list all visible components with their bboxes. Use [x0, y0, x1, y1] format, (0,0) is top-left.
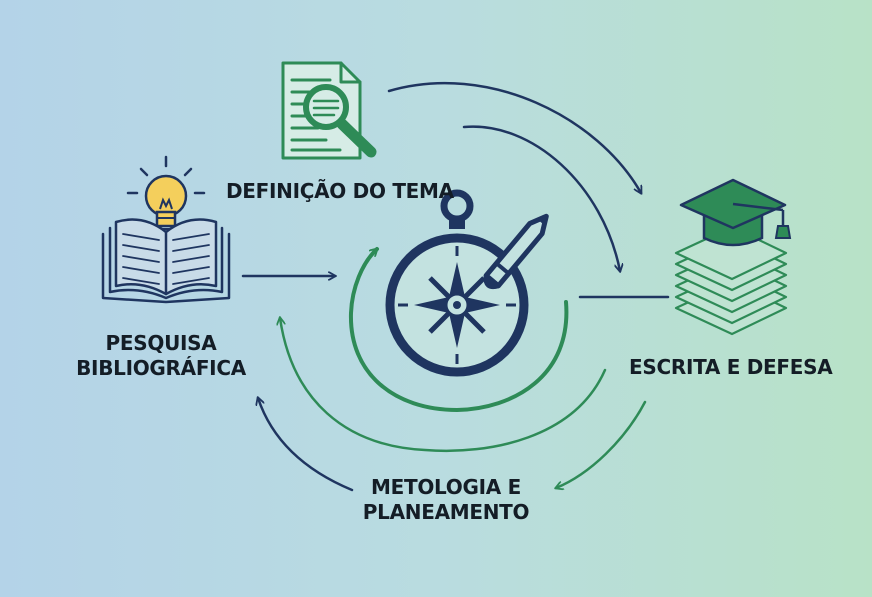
label-metologia-line1: METOLOGIA E: [371, 475, 521, 499]
arrow-tema-to-escrita-inner: [462, 125, 620, 271]
arrow-metologia-to-pesquisa: [258, 398, 354, 492]
document-search-icon: [281, 61, 377, 160]
arrow-green-inner-cycle: [348, 247, 569, 413]
open-book-lightbulb-icon: [101, 155, 231, 304]
label-metologia-e-planeamento: METOLOGIA E PLANEAMENTO: [356, 475, 536, 525]
label-pesquisa-bibliografica: PESQUISA BIBLIOGRÁFICA: [70, 331, 252, 381]
label-pesquisa-line2: BIBLIOGRÁFICA: [76, 356, 246, 380]
arrow-green-outer-cycle: [280, 318, 607, 453]
label-escrita-e-defesa: ESCRITA E DEFESA: [629, 355, 833, 379]
arrows: [241, 81, 670, 492]
arrow-escrita-to-metologia: [556, 400, 647, 488]
label-metologia-line2: PLANEAMENTO: [362, 500, 530, 524]
label-definicao-do-tema: DEFINIÇÃO DO TEMA: [226, 179, 454, 203]
compass-pencil-icon: [385, 189, 549, 377]
graduation-cap-stack-icon: [674, 178, 792, 336]
arrow-tema-to-escrita: [387, 81, 641, 193]
label-pesquisa-line1: PESQUISA: [105, 331, 217, 355]
